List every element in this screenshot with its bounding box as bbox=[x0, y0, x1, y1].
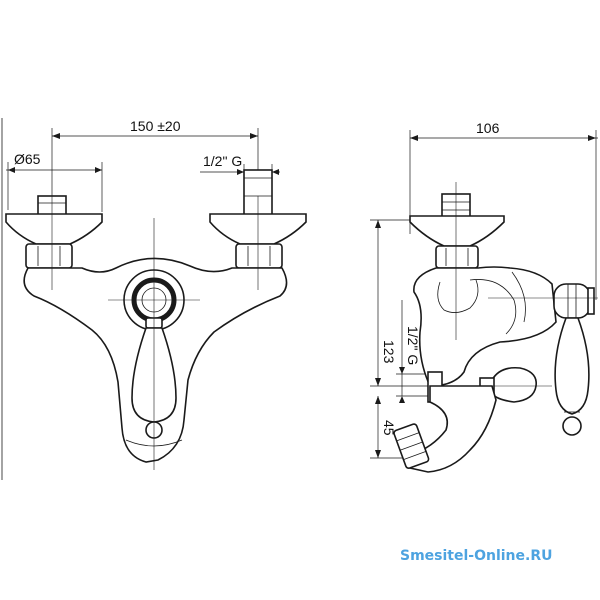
dim-width-span-label: 150 ±20 bbox=[130, 118, 181, 134]
side-handle-knob bbox=[562, 416, 582, 436]
dim-thread-side: 1/2" G bbox=[396, 300, 432, 403]
side-cartridge-cap bbox=[553, 283, 591, 319]
side-escutcheon bbox=[409, 215, 505, 247]
dim-depth: 106 bbox=[409, 120, 598, 300]
dim-spout-height: 45 bbox=[370, 396, 404, 459]
dim-thread-side-label: 1/2" G bbox=[405, 326, 421, 365]
dim-depth-label: 106 bbox=[476, 120, 500, 136]
side-view: 106 123 1/2" G 45 bbox=[370, 120, 598, 473]
side-body bbox=[413, 266, 557, 387]
dim-spout-height-label: 45 bbox=[381, 420, 397, 436]
dim-thread-top-label: 1/2" G bbox=[203, 153, 242, 169]
spout bbox=[409, 385, 497, 473]
dim-height: 123 bbox=[370, 219, 430, 387]
left-hex-nut bbox=[25, 243, 73, 269]
dim-width-span: 150 ±20 bbox=[51, 118, 259, 196]
hose-nozzle bbox=[393, 423, 430, 469]
left-escutcheon bbox=[5, 213, 103, 245]
side-hex-nut bbox=[435, 245, 479, 269]
dim-diameter: Ø65 bbox=[6, 151, 103, 212]
front-view: 150 ±20 Ø65 1/2" G bbox=[5, 118, 307, 470]
dim-diameter-label: Ø65 bbox=[14, 151, 41, 167]
side-lever-handle bbox=[554, 317, 590, 415]
diverter-knob bbox=[491, 366, 537, 403]
dim-height-label: 123 bbox=[381, 340, 397, 364]
watermark: Smesitel-Online.RU bbox=[400, 548, 553, 564]
right-hex-nut bbox=[235, 243, 283, 269]
